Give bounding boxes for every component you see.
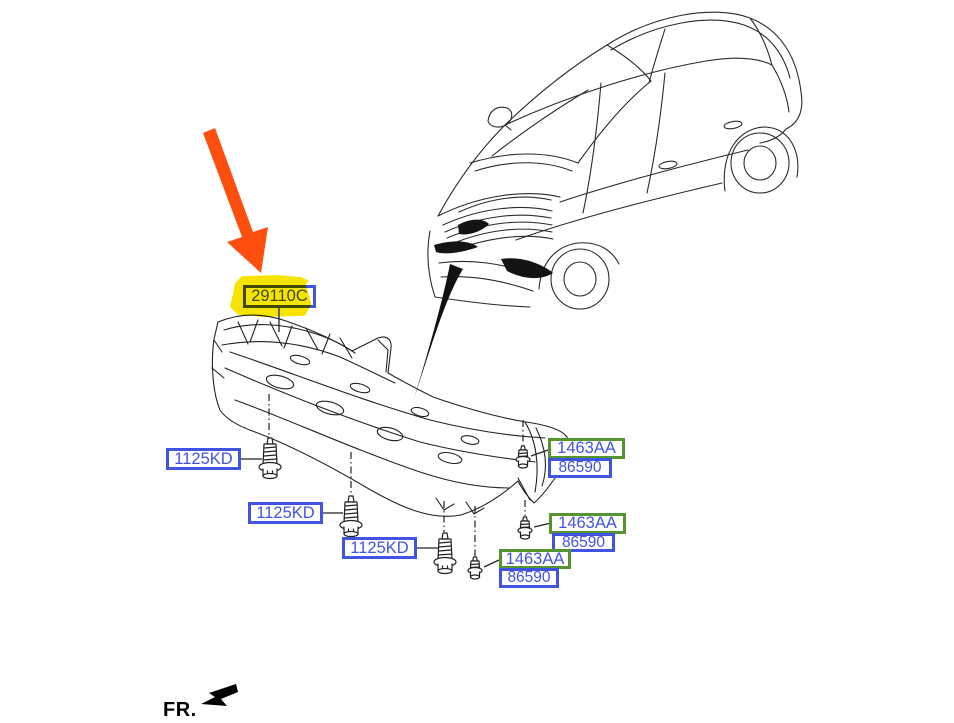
part-code-bolt-3[interactable]: 1125KD xyxy=(342,537,417,559)
orange-arrow-icon xyxy=(203,128,268,273)
headlight-accents xyxy=(434,219,553,279)
part-code-bolt-2[interactable]: 1125KD xyxy=(248,502,323,524)
clip-icon xyxy=(517,516,533,540)
part-code-clip-1[interactable]: 1463AA xyxy=(548,438,625,459)
part-code-clip-2-sub[interactable]: 86590 xyxy=(552,533,615,552)
bolt-icon xyxy=(433,532,457,575)
mounting-dash-lines xyxy=(268,394,526,556)
part-code-clip-3-sub[interactable]: 86590 xyxy=(499,568,559,588)
clip-icon xyxy=(515,445,531,469)
bolt-icon xyxy=(258,437,282,480)
front-marker-label: FR. xyxy=(163,699,197,721)
clip-icon xyxy=(467,556,483,580)
bolt-icon xyxy=(339,495,363,538)
leader-lines xyxy=(241,308,552,568)
part-code-main[interactable]: 29110C xyxy=(243,285,316,308)
front-direction-arrow-icon xyxy=(201,684,238,706)
part-code-clip-2[interactable]: 1463AA xyxy=(549,513,626,534)
pointer-swoosh xyxy=(412,264,463,404)
car-illustration xyxy=(427,11,803,310)
undercover-part-illustration xyxy=(211,314,570,517)
part-code-clip-3[interactable]: 1463AA xyxy=(499,549,571,569)
part-code-clip-1-sub[interactable]: 86590 xyxy=(548,458,612,478)
part-code-bolt-1[interactable]: 1125KD xyxy=(166,448,241,470)
